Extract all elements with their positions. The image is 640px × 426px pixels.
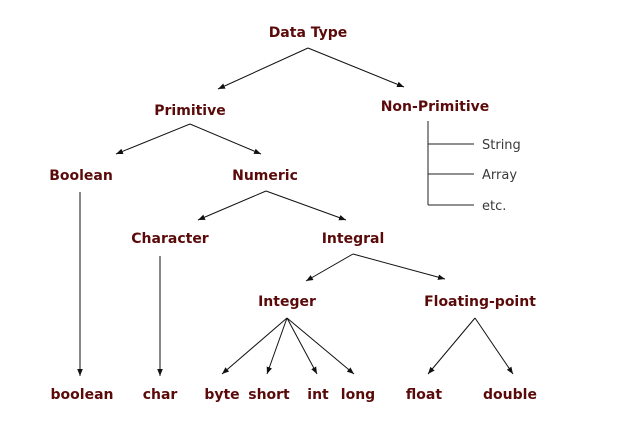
edge-primitive-boolean: [115, 123, 191, 155]
edge-numeric-character: [197, 190, 267, 221]
node-integral: Integral: [322, 231, 385, 247]
edge-floatingpoint-double: [474, 317, 514, 375]
node-boolean: Boolean: [49, 168, 113, 184]
edge-integer-byte: [221, 317, 288, 375]
edge-integral-integer: [305, 253, 354, 282]
leaf-boolean: boolean: [51, 387, 114, 403]
leaf-double: double: [483, 387, 537, 403]
leaf-byte: byte: [204, 387, 239, 403]
node-numeric: Numeric: [232, 168, 298, 184]
edge-integer-long: [286, 317, 355, 375]
leaf-int: int: [307, 387, 329, 403]
node-data-type: Data Type: [269, 25, 348, 41]
leaf-long: long: [341, 387, 375, 403]
edge-integer-int: [286, 317, 318, 375]
leaf-short: short: [248, 387, 290, 403]
non-primitive-bracket: [427, 121, 474, 206]
edge-datatype-primitive: [217, 47, 309, 90]
leaf-char: char: [143, 387, 178, 403]
edge-datatype-nonprimitive: [307, 47, 405, 88]
edge-numeric-integral: [265, 190, 347, 221]
node-non-primitive: Non-Primitive: [381, 99, 490, 115]
node-integer: Integer: [258, 294, 316, 310]
non-primitive-item-array: Array: [482, 168, 517, 183]
non-primitive-item-string: String: [482, 138, 521, 153]
node-floating-point: Floating-point: [424, 294, 536, 310]
edge-floatingpoint-float: [427, 317, 476, 375]
leaf-float: float: [406, 387, 442, 403]
diagram-nodes: Data Type Primitive Non-Primitive Boolea…: [49, 25, 537, 403]
edge-primitive-numeric: [189, 123, 262, 155]
edge-integer-short: [266, 317, 288, 375]
node-primitive: Primitive: [154, 103, 225, 119]
non-primitive-item-etc: etc.: [482, 199, 506, 214]
edge-integral-floatingpoint: [352, 253, 446, 280]
node-character: Character: [131, 231, 209, 247]
diagram-edges: [77, 47, 514, 376]
